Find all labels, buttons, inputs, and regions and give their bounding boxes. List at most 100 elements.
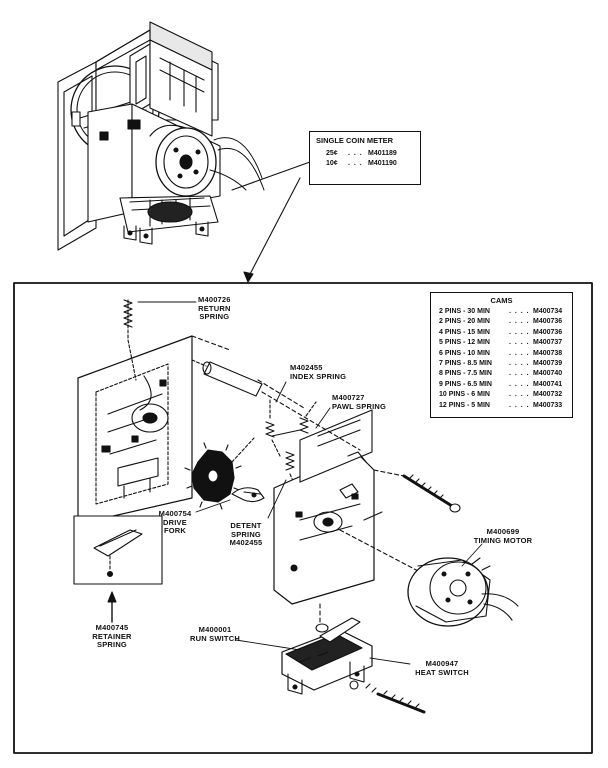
return-spring-part <box>123 299 137 381</box>
index-spring-label: M402455 INDEX SPRING <box>290 363 347 381</box>
cam-part-number: M400740 <box>533 370 563 378</box>
heat-switch-name: HEAT SWITCH <box>415 667 469 677</box>
cam-part-number: M400733 <box>533 401 563 409</box>
cam-part-number: M400741 <box>533 380 563 388</box>
coin-dots: . . . <box>348 160 363 168</box>
cam-row: 5 PINS - 12 MIN . . . .M400737 <box>439 338 572 348</box>
assembly-arrow <box>247 177 301 279</box>
detent-spring-name-line2: SPRING <box>231 529 261 539</box>
cam-row: 12 PINS - 5 MIN . . . .M400733 <box>439 401 572 411</box>
index-spring-part <box>265 399 281 457</box>
drive-fork-name-line1: DRIVE <box>163 517 187 527</box>
coin-row: 25¢ . . . M401189 <box>326 149 420 159</box>
cam-dots: . . . . <box>509 401 530 409</box>
return-spring-part-number: M400726 <box>198 295 231 304</box>
assembled-timer-illustration <box>57 21 265 251</box>
cam-part-number: M400734 <box>533 308 563 315</box>
coin-dots: . . . <box>348 150 363 157</box>
pawl-spring-part <box>299 401 317 434</box>
pawl-spring-name: PAWL SPRING <box>332 401 387 411</box>
cam-part-number: M400737 <box>533 339 563 347</box>
drive-fork-label: M400754 DRIVE FORK <box>155 509 195 536</box>
switch-assembly <box>281 617 426 714</box>
shaft-pin <box>191 359 263 397</box>
pawl-spring-part-number: M400727 <box>332 393 365 402</box>
coin-meter-box: SINGLE COIN METER 25¢ . . . M401189 10¢ … <box>309 131 421 185</box>
retainer-spring-part-number: M400745 <box>95 623 129 632</box>
return-spring-name-line2: SPRING <box>199 312 230 321</box>
cams-box: CAMS 2 PINS - 30 MIN. . . .M400734 2 PIN… <box>430 292 573 418</box>
cam-dots: . . . . <box>509 308 530 315</box>
retainer-spring-label: M400745 RETAINER SPRING <box>88 623 136 650</box>
cam-gear <box>184 437 255 510</box>
detent-spring-part-number: M402455 <box>229 538 263 547</box>
cam-row: 7 PINS - 8.5 MIN . . . .M400739 <box>439 359 572 369</box>
left-bracket-plate <box>77 335 193 525</box>
right-main-plate <box>273 409 383 605</box>
run-switch-label: M400001 RUN SWITCH <box>190 625 240 643</box>
cam-part-number: M400738 <box>533 349 563 357</box>
exploded-view-frame <box>13 282 593 754</box>
cam-dots: . . . . <box>509 339 530 347</box>
return-spring-name-line1: RETURN <box>198 303 231 313</box>
cam-part-number: M400739 <box>533 360 563 368</box>
cam-part-number: M400736 <box>533 328 563 336</box>
timing-motor-label: M400699 TIMING MOTOR <box>466 527 540 545</box>
cams-title: CAMS <box>490 296 513 305</box>
coin-value: 10¢ <box>326 160 338 168</box>
cam-desc: 8 PINS - 7.5 MIN <box>439 370 492 378</box>
detent-spring-label: DETENT SPRING M402455 <box>226 521 266 548</box>
callout-leaders <box>137 301 483 665</box>
cam-row: 4 PINS - 15 MIN . . . .M400736 <box>439 328 572 338</box>
coin-meter-title: SINGLE COIN METER <box>316 136 394 145</box>
cam-desc: 2 PINS - 30 MIN <box>439 308 490 315</box>
cam-dots: . . . . <box>509 328 530 336</box>
cam-part-number: M400732 <box>533 391 563 399</box>
cam-dots: . . . . <box>509 391 530 399</box>
return-spring-label: M400726 RETURN SPRING <box>198 295 231 322</box>
cam-dots: . . . . <box>509 370 530 378</box>
retainer-spring-part <box>73 515 163 623</box>
cam-row: 8 PINS - 7.5 MIN . . . .M400740 <box>439 369 572 379</box>
index-spring-part-number: M402455 <box>290 363 323 372</box>
coin-part-number: M401189 <box>368 150 397 157</box>
coin-part-number: M401190 <box>368 160 397 168</box>
coin-row: 10¢ . . . M401190 <box>326 159 420 169</box>
coin-meter-leader <box>231 161 311 191</box>
cam-desc: 6 PINS - 10 MIN <box>439 349 490 357</box>
index-spring-name: INDEX SPRING <box>290 371 347 381</box>
drive-fork-name-line2: FORK <box>163 526 187 535</box>
cam-desc: 10 PINS - 6 MIN <box>439 391 490 399</box>
drive-fork-part <box>231 487 265 503</box>
cam-desc: 2 PINS - 20 MIN <box>439 318 490 326</box>
retainer-spring-name-line2: SPRING <box>97 640 127 649</box>
pawl-spring-label: M400727 PAWL SPRING <box>332 393 387 411</box>
cam-desc: 4 PINS - 15 MIN <box>439 328 490 336</box>
cam-row: 2 PINS - 20 MIN . . . .M400736 <box>439 317 572 327</box>
cam-desc: 7 PINS - 8.5 MIN <box>439 360 492 368</box>
cam-desc: 12 PINS - 5 MIN <box>439 401 490 409</box>
cam-dots: . . . . <box>509 318 530 326</box>
heat-switch-part-number: M400947 <box>425 659 459 668</box>
run-switch-name: RUN SWITCH <box>190 633 240 643</box>
run-switch-part-number: M400001 <box>198 625 232 634</box>
heat-switch-label: M400947 HEAT SWITCH <box>410 659 474 677</box>
cam-desc: 9 PINS - 6.5 MIN <box>439 380 492 388</box>
cam-dots: . . . . <box>509 349 530 357</box>
cam-row: 2 PINS - 30 MIN . . . .M400734 <box>439 307 572 317</box>
drive-fork-part-number: M400754 <box>158 509 192 518</box>
long-screw <box>402 474 461 513</box>
cam-row: 6 PINS - 10 MIN . . . .M400738 <box>439 349 572 359</box>
cam-part-number: M400736 <box>533 318 563 326</box>
cam-row: 9 PINS - 6.5 MIN. . . .M400741 <box>439 380 572 390</box>
cam-row: 10 PINS - 6 MIN . . . .M400732 <box>439 390 572 400</box>
timing-motor-part-number: M400699 <box>486 527 520 536</box>
retainer-spring-name-line1: RETAINER <box>92 631 132 641</box>
timing-motor-part <box>407 557 519 627</box>
timing-motor-name: TIMING MOTOR <box>473 535 533 545</box>
cam-dots: . . . . <box>509 360 530 368</box>
cam-desc: 5 PINS - 12 MIN <box>439 339 490 347</box>
coin-value: 25¢ <box>326 150 338 157</box>
